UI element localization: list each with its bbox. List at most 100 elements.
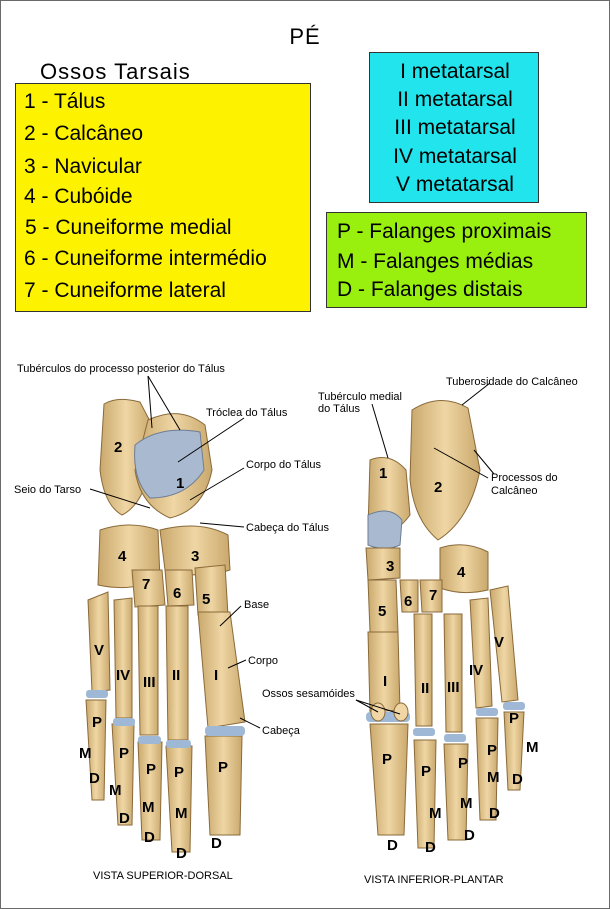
plantar-metatarsal-iii [443,613,463,733]
dorsal-labels: 2 1 4 3 7 6 5 V IV III II I P M D P M D … [79,439,228,862]
dorsal-cartilage [86,690,245,748]
dorsal-annotation-corpo: Corpo [248,655,278,667]
dorsal-label: D [119,810,130,827]
dorsal-label: P [146,761,156,778]
dorsal-label: P [92,714,102,731]
plantar-label: 2 [434,479,442,496]
dorsal-annotation-troclea: Tróclea do Tálus [206,407,288,419]
plantar-annotation-sesamoides: Ossos sesamóides [262,688,355,700]
plantar-label: P [382,751,392,768]
dorsal-label: 7 [142,576,150,593]
dorsal-metatarsal-iii [137,605,159,736]
plantar-annotation-processos: Processos do [491,472,558,484]
dorsal-annotation-cabeca-talus: Cabeça do Tálus [246,522,329,534]
plantar-phalanx-ii [413,739,437,849]
dorsal-annotation-corpo-talus: Corpo do Tálus [246,459,322,471]
dorsal-annotation-tuberculos: Tubérculos do processo posterior do Tálu… [17,363,225,375]
dorsal-label: P [218,759,228,776]
dorsal-label: 1 [176,475,184,492]
plantar-label: D [512,771,523,788]
plantar-label: M [487,769,500,786]
dorsal-talus-trochlea [134,429,205,499]
phalanges-legend-box: P - Falanges proximais M - Falanges médi… [326,212,587,308]
dorsal-caption: VISTA SUPERIOR-DORSAL [93,870,233,882]
dorsal-label: D [211,835,222,852]
dorsal-label: P [119,745,129,762]
plantar-label: III [447,679,460,696]
dorsal-label: 5 [202,591,210,608]
plantar-label: 1 [379,465,387,482]
dorsal-label: D [144,829,155,846]
plantar-calcaneus [409,400,481,541]
dorsal-label: V [94,642,104,659]
dorsal-label: III [143,674,156,691]
plantar-label: D [464,827,475,844]
plantar-phalanx-iii [443,743,469,841]
dorsal-phalanx-ii [165,745,193,853]
tarsal-item: 5 - Cuneiforme medial [25,216,232,239]
plantar-label: M [526,739,539,756]
dorsal-phalanx-iii [137,741,163,841]
plantar-label: IV [469,662,483,679]
dorsal-annotation-seio: Seio do Tarso [14,484,81,496]
plantar-metatarsal-ii [413,613,433,727]
metatarsal-legend-box: I metatarsal II metatarsal III metatarsa… [369,52,539,203]
page-title: PÉ [289,24,321,49]
plantar-label: P [458,755,468,772]
tarsal-heading: Ossos Tarsais [40,59,191,84]
plantar-leader-lines [355,382,495,715]
dorsal-label: 4 [118,548,127,565]
phalanges-item: P - Falanges proximais [337,220,552,243]
plantar-label: P [509,710,519,727]
plantar-label: II [421,680,429,697]
plantar-label: 6 [404,593,412,610]
dorsal-label: IV [116,667,130,684]
plantar-cuboid [439,544,489,594]
dorsal-phalanx-v [85,699,107,801]
phalanges-item: M - Falanges médias [337,250,534,273]
plantar-label: P [487,742,497,759]
dorsal-label: M [142,799,155,816]
dorsal-phalanx-i [204,735,243,836]
dorsal-label: II [172,667,180,684]
dorsal-label: 2 [114,439,122,456]
tarsal-item: 1 - Tálus [24,90,106,113]
plantar-navicular [365,547,401,581]
plantar-phalanx-iv [475,717,499,821]
metatarsal-item: II metatarsal [397,88,513,111]
plantar-label: M [429,805,442,822]
tarsal-legend-box: 1 - Tálus 2 - Calcâneo 3 - Navicular 4 -… [15,83,311,312]
plantar-label: D [489,805,500,822]
plantar-annotation-tuberculo-medial: Tubérculo medial [318,391,402,403]
dorsal-label: I [214,667,218,684]
dorsal-label: M [109,782,122,799]
tarsal-item: 2 - Calcâneo [24,122,144,145]
plantar-label: V [494,634,504,651]
metatarsal-item: V metatarsal [396,173,514,196]
plantar-annotation-tuberosidade: Tuberosidade do Calcâneo [446,376,578,388]
plantar-lateral-cuneiform [419,579,443,613]
dorsal-lateral-cuneiform [131,569,166,608]
dorsal-leader-lines [89,375,261,729]
plantar-label: P [421,763,431,780]
dorsal-annotations: Tubérculos do processo posterior do Tálu… [14,363,329,737]
dorsal-annotation-base: Base [244,599,269,611]
foot-diagram: Tubérculos do processo posterior do Tálu… [14,363,578,886]
dorsal-annotation-cabeca: Cabeça [262,725,301,737]
plantar-caption: VISTA INFERIOR-PLANTAR [364,874,504,886]
dorsal-metatarsal-i [197,611,246,729]
plantar-label: I [383,673,387,690]
dorsal-metatarsal-iv [113,597,133,719]
plantar-metatarsal-v [489,585,519,703]
plantar-label: 5 [378,603,386,620]
dorsal-label: M [79,745,92,762]
plantar-metatarsal-i [367,631,401,713]
plantar-annotation-tuberculo-medial-2: do Tálus [318,403,360,415]
dorsal-label: D [176,845,187,862]
plantar-label: 7 [429,587,437,604]
tarsal-item: 7 - Cuneiforme lateral [24,279,226,302]
tarsal-item: 4 - Cubóide [24,185,133,208]
plantar-annotations: Tubérculo medial do Tálus Tuberosidade d… [262,376,578,700]
plantar-label: 3 [386,558,394,575]
tarsal-item: 6 - Cuneiforme intermédio [24,247,267,270]
